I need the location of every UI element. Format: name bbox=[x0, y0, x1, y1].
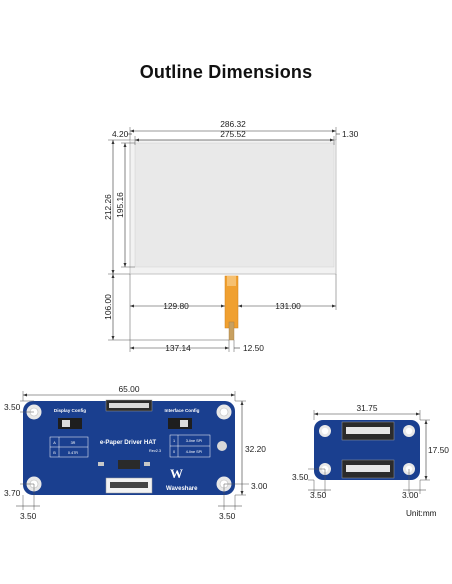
label-left-margin: 4.20 bbox=[112, 129, 129, 139]
brand-name: Waveshare bbox=[166, 486, 198, 492]
driver-hat-board: Display Config Interface Config A 3R B 0… bbox=[23, 399, 235, 495]
label-hat-hole-bottom: 3.70 bbox=[4, 488, 21, 498]
dim-active-width: 275.52 bbox=[134, 129, 335, 145]
dim-fpc-length: 106.00 bbox=[103, 274, 229, 341]
active-area bbox=[134, 142, 335, 268]
hat-dimensions: 65.00 32.20 3.50 3.70 3.00 3.50 3.50 bbox=[4, 384, 268, 521]
label-hat-hole-top: 3.50 bbox=[4, 402, 21, 412]
label-adapter-hole-left-y: 3.50 bbox=[292, 472, 309, 482]
label-interface-config: Interface Config bbox=[165, 408, 200, 413]
label-adapter-hole-left-x: 3.50 bbox=[310, 490, 327, 500]
label-hat-hole-right-x: 3.50 bbox=[219, 511, 236, 521]
dim-overall-width: 286.32 bbox=[129, 119, 337, 140]
dim-overall-height: 212.26 bbox=[103, 139, 130, 275]
page-title: Outline Dimensions bbox=[139, 62, 313, 82]
label-fpc-right: 131.00 bbox=[275, 301, 301, 311]
board-title: e-Paper Driver HAT bbox=[100, 439, 156, 446]
svg-text:0.47R: 0.47R bbox=[68, 451, 78, 455]
unit-label: Unit:mm bbox=[406, 509, 437, 518]
label-adapter-width: 31.75 bbox=[357, 403, 378, 413]
label-display-config: Display Config bbox=[54, 408, 86, 413]
svg-text:1: 1 bbox=[173, 439, 175, 443]
dim-active-height: 195.16 bbox=[115, 142, 135, 268]
dim-fpc-offset: 137.14 12.50 bbox=[130, 340, 264, 353]
adapter-dimensions: 31.75 17.50 3.50 3.50 3.00 bbox=[292, 403, 449, 500]
label-adapter-hole-right-x: 3.00 bbox=[402, 490, 419, 500]
label-hat-hole-left-x: 3.50 bbox=[20, 511, 37, 521]
label-hat-width: 65.00 bbox=[119, 384, 140, 394]
label-adapter-height: 17.50 bbox=[428, 445, 449, 455]
svg-text:W: W bbox=[170, 466, 183, 481]
board-revision: Rev2.3 bbox=[149, 449, 161, 453]
epaper-display bbox=[129, 139, 337, 341]
label-fpc-offset: 137.14 bbox=[165, 343, 191, 353]
label-fpc-length: 106.00 bbox=[103, 294, 113, 320]
svg-text:A: A bbox=[53, 441, 56, 445]
waveshare-logo: W Waveshare bbox=[166, 466, 198, 492]
label-hat-hole-right: 3.00 bbox=[251, 481, 268, 491]
label-overall-width: 286.32 bbox=[220, 119, 246, 129]
interface-config-table: 1 3-line SPI 0 4-line SPI bbox=[169, 434, 211, 458]
svg-text:4-line SPI: 4-line SPI bbox=[186, 450, 202, 454]
label-fpc-left: 129.80 bbox=[163, 301, 189, 311]
svg-text:B: B bbox=[53, 451, 56, 455]
label-active-width: 275.52 bbox=[220, 129, 246, 139]
label-overall-height: 212.26 bbox=[103, 194, 113, 220]
dim-fpc-position: 129.80 131.00 bbox=[129, 274, 337, 352]
label-hat-height: 32.20 bbox=[245, 444, 266, 454]
svg-text:3-line SPI: 3-line SPI bbox=[186, 439, 202, 443]
svg-text:0: 0 bbox=[173, 450, 175, 454]
label-right-margin: 1.30 bbox=[342, 129, 359, 139]
svg-text:3R: 3R bbox=[71, 441, 76, 445]
label-fpc-width: 12.50 bbox=[243, 343, 264, 353]
adapter-board bbox=[314, 420, 420, 480]
label-active-height: 195.16 bbox=[115, 192, 125, 218]
display-config-table: A 3R B 0.47R bbox=[49, 436, 89, 458]
